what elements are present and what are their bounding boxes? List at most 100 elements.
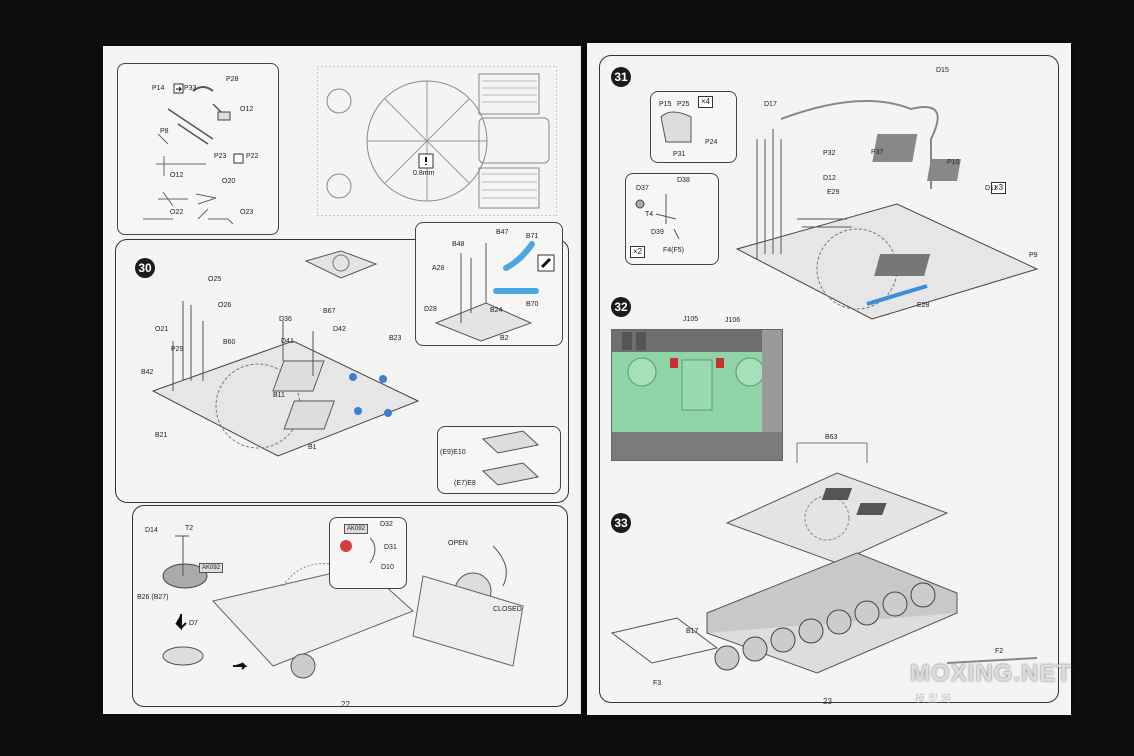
left-page: P14 P33 P28 O12 P8 P23 P22 O12 O20 O22 O…: [103, 46, 581, 714]
subassembly-inset: AK092: [329, 517, 407, 589]
step-31-badge: 31: [611, 67, 631, 87]
step30-label: O21: [155, 326, 169, 333]
step30-label: P29: [171, 346, 184, 353]
paint-tag: AK092: [199, 563, 224, 573]
multiplier: ×2: [630, 246, 646, 258]
page-number: 23: [823, 697, 832, 706]
step31-label: P9: [1029, 252, 1038, 259]
sub-label: D7: [189, 620, 198, 627]
step30-label: B11: [273, 392, 285, 399]
mesh-label: (E9)E10: [440, 449, 466, 456]
step31-label: D37: [636, 185, 649, 192]
hull-plan-drawing: 0.8mm: [317, 66, 557, 216]
watermark-subtext: 模型网: [915, 694, 954, 705]
sub-label: B26 (B27): [137, 594, 169, 601]
step-30-badge: 30: [135, 258, 155, 278]
step31-label: E28: [917, 302, 930, 309]
step30-label: D36: [279, 316, 292, 323]
step31-label: D17: [764, 101, 777, 108]
sub-label: D31: [384, 544, 397, 551]
plan-svg: [317, 66, 557, 216]
step30-label: O26: [218, 302, 232, 309]
parts-label: O20: [222, 178, 236, 185]
page-number: 22: [341, 700, 350, 709]
step33-label: F3: [653, 680, 662, 687]
parts-box: P14 P33 P28 O12 P8 P23 P22 O12 O20 O22 O…: [117, 63, 279, 235]
parts-drawing: [143, 83, 244, 225]
inset-label: B71: [526, 233, 539, 240]
step-33-badge: 33: [611, 513, 631, 533]
mesh-label: (E7)E8: [454, 480, 476, 487]
step33-label: B63: [825, 434, 838, 441]
step30-label: D41: [281, 338, 294, 345]
step31-label: F4(F5): [663, 247, 684, 254]
inset-label: B47: [496, 229, 509, 236]
step31-label: P15: [659, 101, 672, 108]
inset-label: B24: [490, 307, 503, 314]
parts-label: P33: [184, 85, 197, 92]
step33-drawing: [610, 442, 1038, 674]
parts-label: P28: [226, 76, 239, 83]
parts-label: P8: [160, 128, 169, 135]
subassembly-drawing: [162, 535, 524, 679]
step33-label: F2: [995, 648, 1004, 655]
inset-label: B48: [452, 241, 465, 248]
step30-label: B67: [323, 308, 336, 315]
step30-label: B1: [308, 444, 317, 451]
parts-label: O12: [240, 106, 254, 113]
step31-label: P25: [677, 101, 690, 108]
step30-inset: B47 B71 B48 A28 D28 B24 B70 B2: [415, 222, 563, 346]
inset-label: D28: [424, 306, 437, 313]
parts-label: O23: [240, 209, 254, 216]
sub-label: T2: [185, 525, 194, 532]
step-32-badge: 32: [611, 297, 631, 317]
step-30-frame: [115, 239, 569, 503]
step32-photo-drawing: [612, 330, 782, 460]
step31-label: D38: [677, 177, 690, 184]
parts-label: O22: [170, 209, 184, 216]
inset-drawing: [434, 241, 555, 342]
step-30-drawing: [151, 301, 420, 457]
step30-label: B60: [223, 339, 236, 346]
sub-label: D10: [381, 564, 394, 571]
sub-label: D14: [145, 527, 158, 534]
step31-label: D12: [823, 175, 836, 182]
right-page: 31 ×4 ×2 ×3 D15 D17 P15 P25 P24 P31 P32 …: [587, 43, 1071, 715]
step31-label: E29: [827, 189, 840, 196]
step31-label: P10: [947, 159, 960, 166]
step30-label: D42: [333, 326, 346, 333]
multiplier: ×4: [698, 96, 714, 108]
parts-label: O12: [170, 172, 184, 179]
parts-label: P22: [246, 153, 259, 160]
mesh-box: (E9)E10 (E7)E8: [437, 426, 561, 494]
inset-label: A28: [432, 265, 445, 272]
paint-tag: AK092: [344, 524, 369, 534]
step32-photo: [611, 329, 783, 461]
step31-inset-b-drawing: [635, 194, 680, 240]
step30-label: B42: [141, 369, 154, 376]
mesh-drawing: [481, 430, 540, 486]
step31-label: P32: [823, 150, 836, 157]
measure-label: 0.8mm: [413, 170, 435, 177]
step31-label: D15: [936, 67, 949, 74]
subassembly-frame: [132, 505, 568, 707]
subassembly-inset-drawing: [340, 537, 376, 564]
step33-label: B17: [686, 628, 699, 635]
inset-label: B2: [500, 335, 509, 342]
step31-inset-a-drawing: [660, 111, 692, 143]
watermark-text: MOXING.NET: [910, 660, 1073, 687]
step31-label: T4: [645, 211, 654, 218]
step31-drawing: [735, 100, 1039, 320]
step30-label: B21: [155, 432, 168, 439]
step31-label: D11: [985, 185, 998, 192]
step31-label: D39: [651, 229, 664, 236]
step31-inset-a: ×4: [650, 91, 737, 163]
step32-label: J105: [683, 316, 699, 323]
step30-label: O25: [208, 276, 222, 283]
sub-label: D32: [380, 521, 393, 528]
step31-label: P37: [871, 149, 884, 156]
inset-label: B70: [526, 301, 539, 308]
sub-label: OPEN: [448, 540, 468, 547]
step32-label: J106: [725, 317, 741, 324]
sub-label: CLOSED: [493, 606, 522, 613]
